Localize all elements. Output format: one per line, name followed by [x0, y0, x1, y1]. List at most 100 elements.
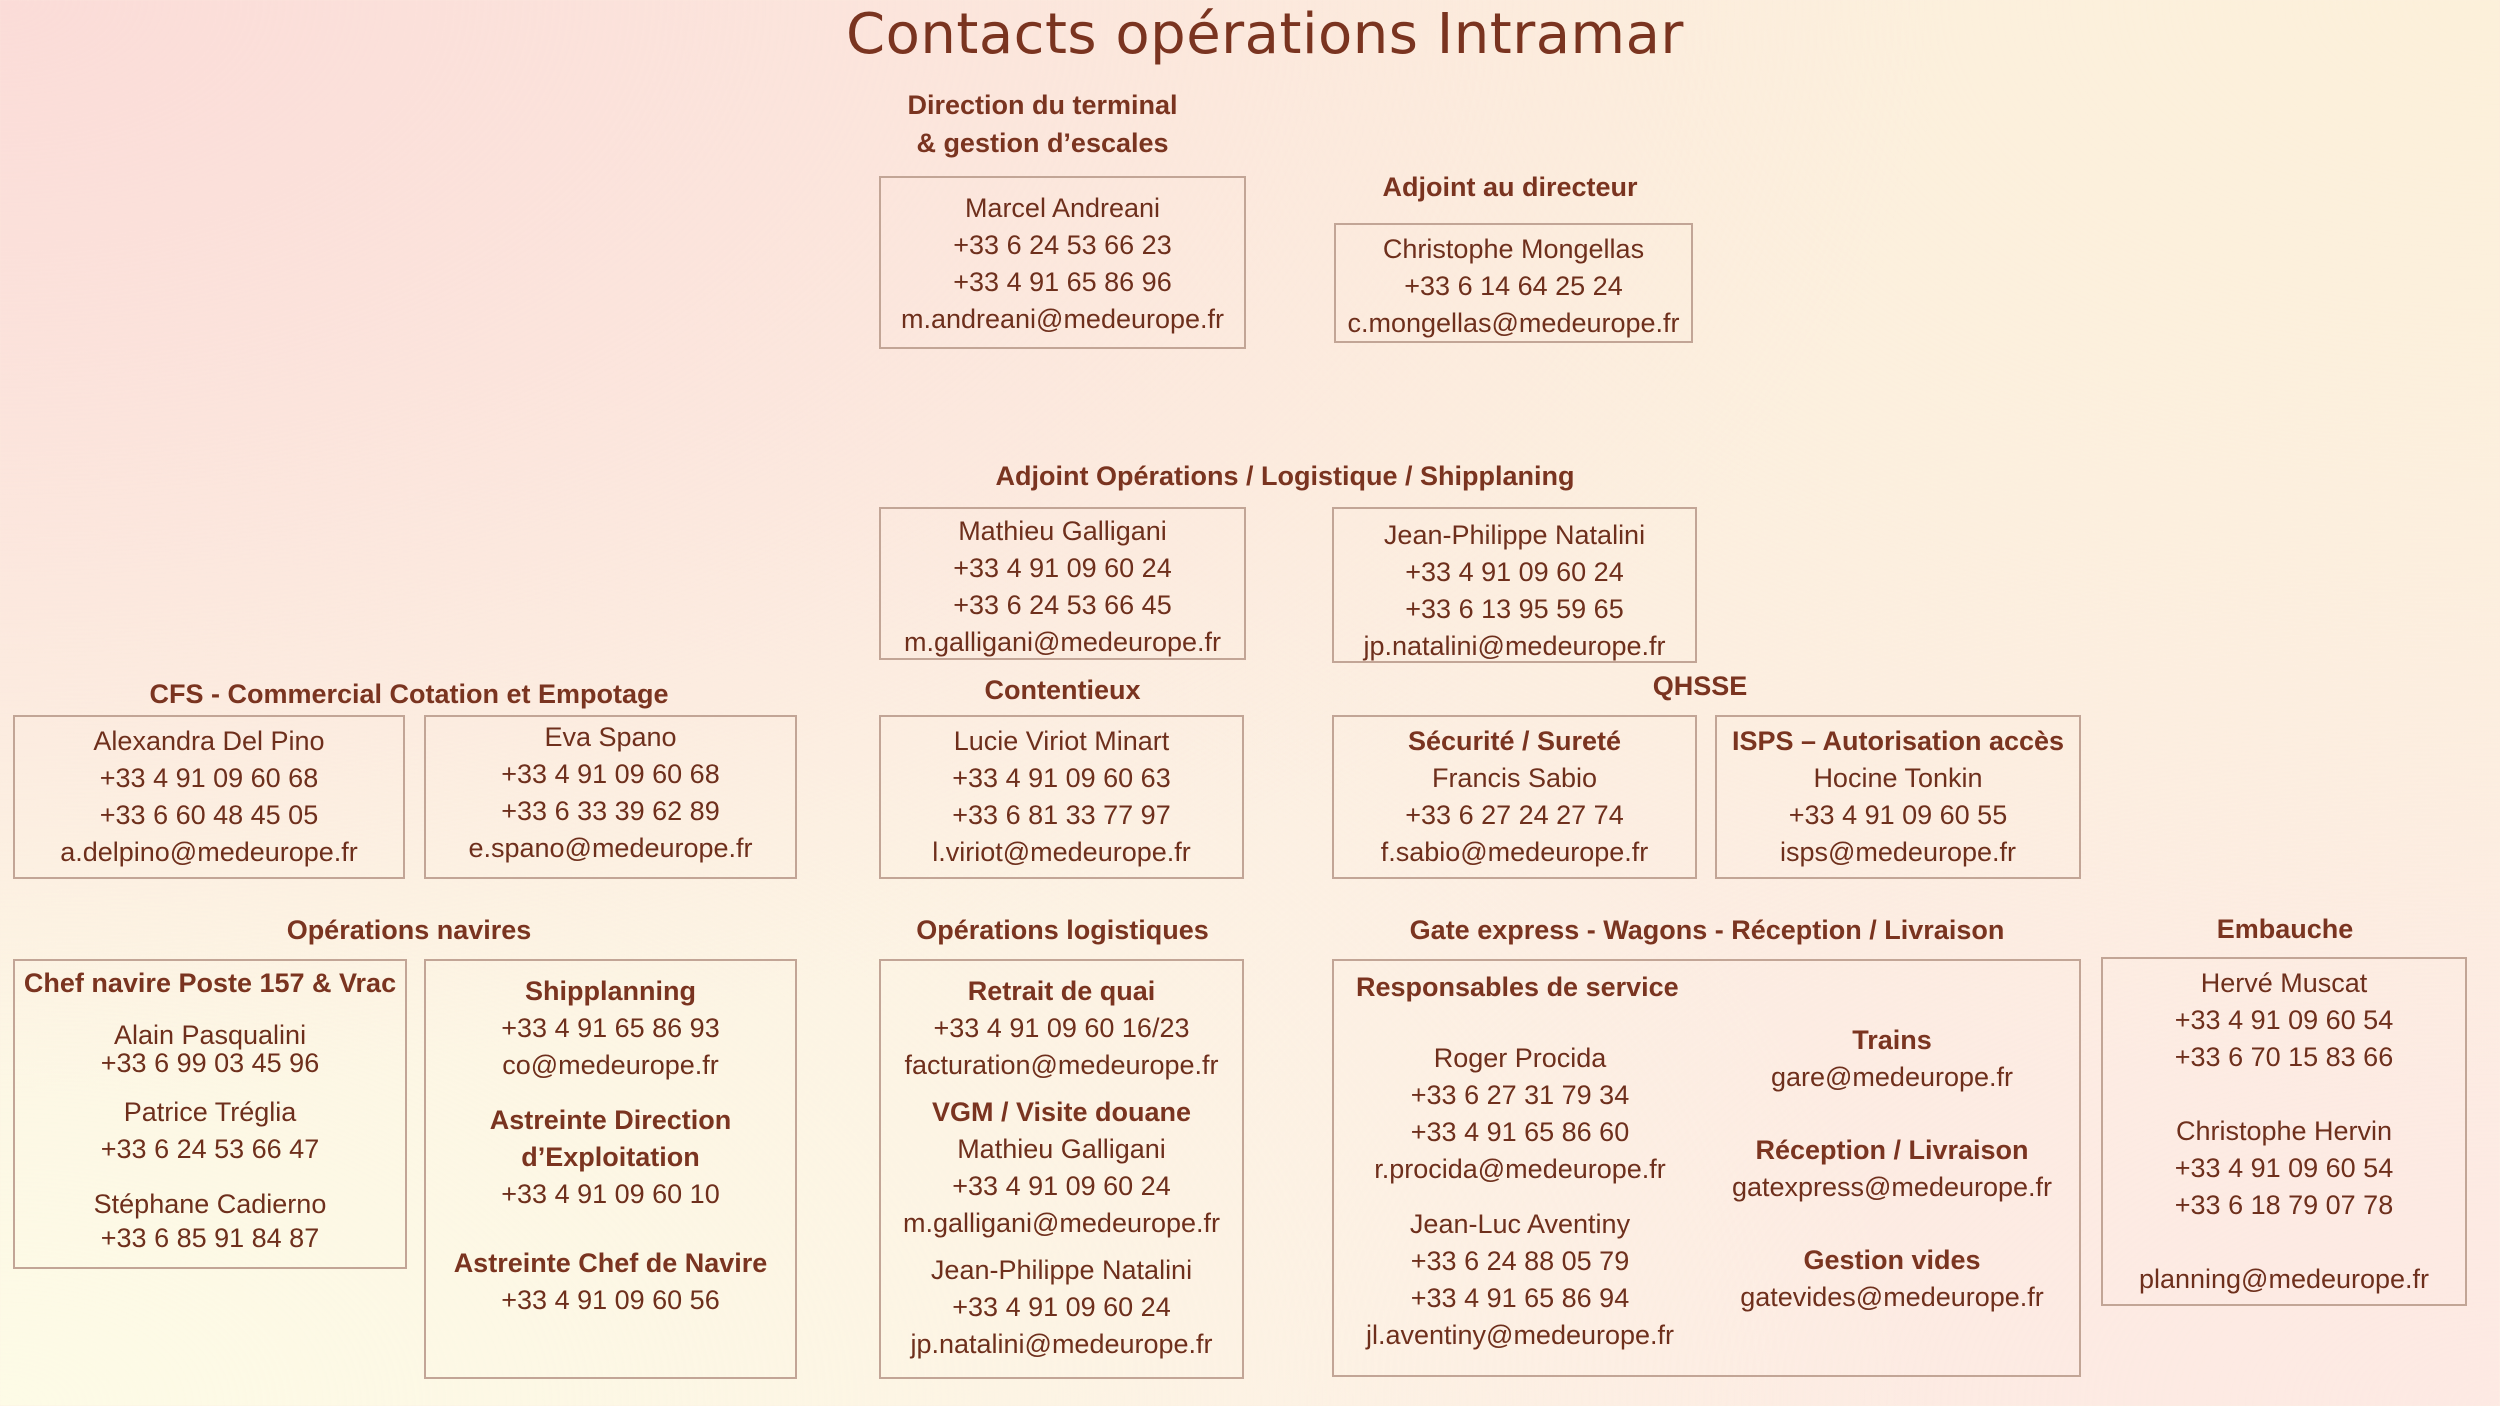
contact-name: Alain Pasqualini	[113, 1020, 307, 1050]
contact-phone[interactable]: +33 4 91 09 60 10	[501, 1179, 720, 1209]
contentieux-card: Lucie Viriot Minart +33 4 91 09 60 63 +3…	[879, 715, 1244, 879]
cfs-header: CFS - Commercial Cotation et Empotage	[149, 679, 669, 709]
contact-email[interactable]: f.sabio@medeurope.fr	[1380, 837, 1649, 867]
contact-email[interactable]: r.procida@medeurope.fr	[1374, 1154, 1666, 1184]
contact-name: Mathieu Galligani	[958, 516, 1167, 546]
unit-title: Astreinte Chef de Navire	[453, 1248, 768, 1278]
contact-phone[interactable]: +33 4 91 09 60 24	[952, 1171, 1171, 1201]
cfs-card-2: Eva Spano +33 4 91 09 60 68 +33 6 33 39 …	[424, 715, 797, 879]
unit-title: Retrait de quai	[967, 976, 1156, 1006]
contact-name: Jean-Luc Aventiny	[1409, 1209, 1631, 1239]
unit-title: Responsables de service	[1356, 972, 1679, 1002]
contact-email[interactable]: jp.natalini@medeurope.fr	[1363, 631, 1666, 661]
contact-phone[interactable]: +33 6 24 53 66 47	[100, 1134, 320, 1164]
contentieux-header: Contentieux	[984, 675, 1141, 705]
contact-email[interactable]: m.galligani@medeurope.fr	[903, 627, 1222, 657]
contact-phone[interactable]: +33 6 24 88 05 79	[1410, 1246, 1630, 1276]
direction-header-line1: Direction du terminal	[907, 90, 1178, 120]
unit-title: Trains	[1852, 1025, 1932, 1055]
contact-email[interactable]: a.delpino@medeurope.fr	[60, 837, 358, 867]
contact-name: Hervé Muscat	[2200, 968, 2368, 998]
contact-email[interactable]: l.viriot@medeurope.fr	[932, 837, 1191, 867]
contact-phone[interactable]: +33 4 91 65 86 94	[1410, 1283, 1630, 1313]
contact-phone[interactable]: +33 4 91 09 60 63	[952, 763, 1171, 793]
contact-phone[interactable]: +33 6 14 64 25 24	[1404, 271, 1623, 301]
contact-phone[interactable]: +33 6 33 39 62 89	[501, 796, 720, 826]
contact-name: Marcel Andreani	[964, 193, 1161, 223]
contact-phone[interactable]: +33 4 91 09 60 54	[2174, 1005, 2394, 1035]
contact-email[interactable]: planning@medeurope.fr	[2138, 1264, 2430, 1294]
contact-phone[interactable]: +33 6 27 24 27 74	[1405, 800, 1624, 830]
page-title: Contacts opérations Intramar	[846, 2, 1684, 67]
contact-email[interactable]: gatexpress@medeurope.fr	[1731, 1172, 2053, 1202]
unit-title: Gestion vides	[1803, 1245, 1981, 1275]
shipplanning-card: Shipplanning +33 4 91 65 86 93 co@medeur…	[424, 959, 797, 1379]
contact-email[interactable]: co@medeurope.fr	[502, 1050, 719, 1080]
contact-phone[interactable]: +33 6 13 95 59 65	[1405, 594, 1624, 624]
contact-phone[interactable]: +33 4 91 09 60 56	[501, 1285, 720, 1315]
contact-phone[interactable]: +33 6 99 03 45 96	[100, 1048, 320, 1078]
contact-phone[interactable]: +33 4 91 09 60 24	[953, 553, 1172, 583]
responsables-list: Roger Procida +33 6 27 31 79 34 +33 4 91…	[1334, 1040, 1706, 1354]
contact-phone[interactable]: +33 6 27 31 79 34	[1410, 1080, 1630, 1110]
contact-phone[interactable]: +33 6 18 79 07 78	[2174, 1190, 2394, 1220]
contact-email[interactable]: c.mongellas@medeurope.fr	[1347, 308, 1680, 338]
contact-phone[interactable]: +33 4 91 65 86 96	[953, 267, 1172, 297]
unit-title: ISPS – Autorisation accès	[1731, 726, 2065, 756]
contact-phone[interactable]: +33 4 91 09 60 24	[1405, 557, 1624, 587]
contact-phone[interactable]: +33 4 91 09 60 68	[99, 763, 319, 793]
responsables-column: Responsables de service	[1342, 969, 1692, 1006]
chef-navire-card: Chef navire Poste 157 & Vrac Alain Pasqu…	[13, 959, 407, 1269]
contact-phone[interactable]: +33 4 91 65 86 93	[501, 1013, 720, 1043]
contact-name: Christophe Mongellas	[1382, 234, 1645, 264]
contact-name: Francis Sabio	[1431, 763, 1598, 793]
contact-email[interactable]: gatevides@medeurope.fr	[1740, 1282, 2044, 1312]
gate-express-header: Gate express - Wagons - Réception / Livr…	[1409, 915, 2005, 945]
contact-phone[interactable]: +33 4 91 09 60 24	[952, 1292, 1171, 1322]
contact-name: Alexandra Del Pino	[93, 726, 325, 756]
direction-card: Marcel Andreani +33 6 24 53 66 23 +33 4 …	[879, 176, 1246, 349]
contact-phone[interactable]: +33 4 91 09 60 54	[2174, 1153, 2394, 1183]
contact-phone[interactable]: +33 4 91 09 60 68	[501, 759, 720, 789]
services-column: Trains gare@medeurope.fr Réception / Liv…	[1706, 1022, 2078, 1316]
contact-email[interactable]: m.andreani@medeurope.fr	[900, 304, 1225, 334]
adjoint-operations-card-2: Jean-Philippe Natalini +33 4 91 09 60 24…	[1332, 507, 1697, 663]
contact-phone[interactable]: +33 6 85 91 84 87	[100, 1223, 320, 1253]
unit-title: VGM / Visite douane	[931, 1097, 1192, 1127]
contact-email[interactable]: isps@medeurope.fr	[1779, 837, 2016, 867]
contact-name: Mathieu Galligani	[957, 1134, 1166, 1164]
contact-phone[interactable]: +33 6 24 53 66 23	[953, 230, 1172, 260]
contact-email[interactable]: m.galligani@medeurope.fr	[902, 1208, 1221, 1238]
contact-phone[interactable]: +33 6 81 33 77 97	[952, 800, 1171, 830]
adjoint-directeur-card: Christophe Mongellas +33 6 14 64 25 24 c…	[1334, 223, 1693, 343]
contact-email[interactable]: facturation@medeurope.fr	[904, 1050, 1219, 1080]
embauche-card: Hervé Muscat +33 4 91 09 60 54 +33 6 70 …	[2101, 957, 2467, 1306]
direction-header-line2: & gestion d’escales	[916, 128, 1169, 158]
contact-phone[interactable]: +33 6 24 53 66 45	[953, 590, 1172, 620]
cfs-card-1: Alexandra Del Pino +33 4 91 09 60 68 +33…	[13, 715, 405, 879]
contact-name: Christophe Hervin	[2175, 1116, 2393, 1146]
adjoint-directeur-header: Adjoint au directeur	[1382, 172, 1638, 202]
contact-email[interactable]: jp.natalini@medeurope.fr	[910, 1329, 1213, 1359]
contact-phone[interactable]: +33 6 70 15 83 66	[2174, 1042, 2394, 1072]
operations-navires-header: Opérations navires	[286, 915, 532, 945]
contact-phone[interactable]: +33 4 91 65 86 60	[1410, 1117, 1630, 1147]
unit-title: d’Exploitation	[521, 1142, 700, 1172]
contact-name: Lucie Viriot Minart	[953, 726, 1170, 756]
contact-phone[interactable]: +33 4 91 09 60 16/23	[933, 1013, 1190, 1043]
contact-name: Hocine Tonkin	[1813, 763, 1983, 793]
contact-name: Jean-Philippe Natalini	[1383, 520, 1646, 550]
adjoint-operations-header: Adjoint Opérations / Logistique / Shippl…	[995, 461, 1575, 491]
contact-email[interactable]: jl.aventiny@medeurope.fr	[1365, 1320, 1675, 1350]
contact-name: Stéphane Cadierno	[93, 1189, 327, 1219]
unit-title: Shipplanning	[525, 976, 696, 1006]
contact-name: Roger Procida	[1433, 1043, 1607, 1073]
embauche-header: Embauche	[2216, 914, 2354, 944]
contact-email[interactable]: gare@medeurope.fr	[1770, 1062, 2014, 1092]
gate-express-card: Responsables de service Roger Procida +3…	[1332, 959, 2081, 1377]
qhsse-isps-card: ISPS – Autorisation accès Hocine Tonkin …	[1715, 715, 2081, 879]
unit-title: Sécurité / Sureté	[1407, 726, 1622, 756]
contact-phone[interactable]: +33 6 60 48 45 05	[99, 800, 319, 830]
contact-email[interactable]: e.spano@medeurope.fr	[468, 833, 753, 863]
contact-phone[interactable]: +33 4 91 09 60 55	[1788, 800, 2008, 830]
